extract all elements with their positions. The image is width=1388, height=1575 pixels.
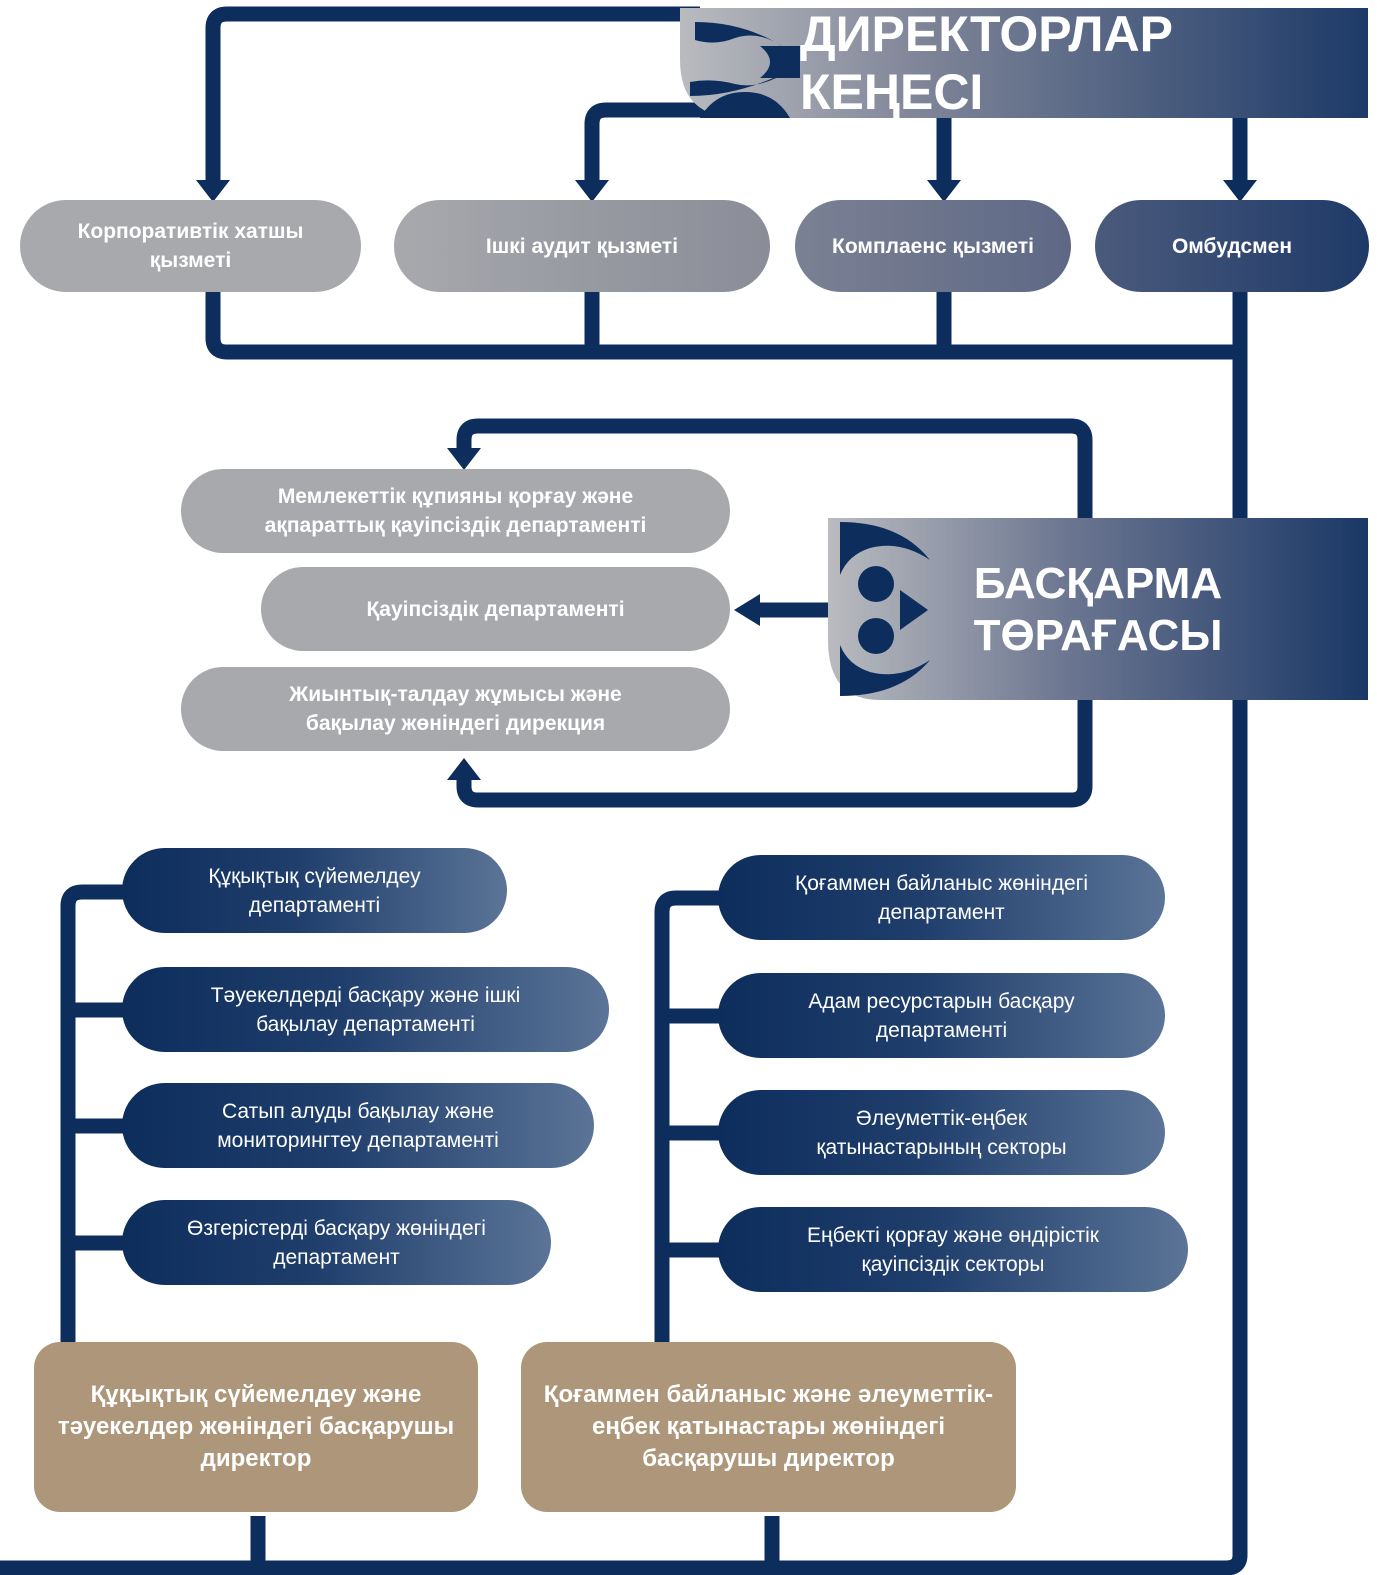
social-managing-director-box: Қоғаммен байланыс және әлеуметтік-еңбек … [521,1342,1016,1512]
ornament-icon [690,22,800,118]
labor-safety-sector-label: Еңбекті қорғау және өндірістік қауіпсізд… [807,1223,1099,1276]
analysis-directorate-box: Жиынтық-талдау жұмысы және бақылау жөнін… [181,667,730,751]
legal-managing-director-box: Құқықтық сүйемелдеу және тәуекелдер жөні… [34,1342,478,1512]
board-banner-background [680,8,1368,118]
ombudsman-box: Омбудсмен [1095,200,1369,292]
social-managing-director-label: Қоғаммен байланыс және әлеуметтік-еңбек … [543,1381,994,1472]
chairman-title-line1: БАСҚАРМА [973,559,1223,608]
compliance-box: Комплаенс қызметі [795,200,1071,292]
risk-management-department-label: Тәуекелдерді басқару және ішкі бақылау д… [210,983,521,1036]
chairman-title: БАСҚАРМА ТӨРАҒАСЫ [930,530,1266,690]
change-management-department-box: Өзгерістерді басқару жөніндегі департаме… [122,1200,551,1285]
public-relations-department-box: Қоғаммен байланыс жөніндегі департамент [718,855,1165,940]
security-department-label: Қауіпсіздік департаменті [366,597,625,621]
board-title-text: ДИРЕКТОРЛАР КЕҢЕСІ [800,5,1173,120]
procurement-control-department-box: Сатып алуды бақылау және мониторингтеу д… [122,1083,594,1168]
chairman-banner-background [828,518,1368,700]
internal-audit-box: Ішкі аудит қызметі [394,200,770,292]
state-secret-department-box: Мемлекеттік құпияны қорғау және ақпаратт… [181,469,730,553]
chairman-title-line2: ТӨРАҒАСЫ [973,611,1223,660]
social-labor-sector-label: Әлеуметтік-еңбек қатынастарының секторы [816,1106,1067,1159]
board-title: ДИРЕКТОРЛАР КЕҢЕСІ [800,6,1360,120]
compliance-label: Комплаенс қызметі [832,234,1034,258]
human-resources-department-box: Адам ресурстарын басқару департаменті [718,973,1165,1058]
ombudsman-label: Омбудсмен [1171,234,1293,258]
change-management-department-label: Өзгерістерді басқару жөніндегі департаме… [187,1216,486,1269]
security-department-box: Қауіпсіздік департаменті [261,567,730,651]
corporate-secretary-label: Корпоративтік хатшы қызметі [77,220,304,272]
internal-audit-label: Ішкі аудит қызметі [485,234,679,258]
human-resources-department-label: Адам ресурстарын басқару департаменті [808,989,1075,1042]
analysis-directorate-label: Жиынтық-талдау жұмысы және бақылау жөнін… [289,683,622,735]
labor-safety-sector-box: Еңбекті қорғау және өндірістік қауіпсізд… [718,1207,1188,1292]
procurement-control-department-label: Сатып алуды бақылау және мониторингтеу д… [217,1099,499,1152]
legal-support-department-box: Құқықтық сүйемелдеу департаменті [122,848,507,933]
risk-management-department-box: Тәуекелдерді басқару және ішкі бақылау д… [122,967,609,1052]
legal-support-department-label: Құқықтық сүйемелдеу департаменті [208,864,421,917]
corporate-secretary-box: Корпоративтік хатшы қызметі [20,200,361,292]
state-secret-department-label: Мемлекеттік құпияны қорғау және ақпаратт… [264,485,647,537]
public-relations-department-label: Қоғаммен байланыс жөніндегі департамент [795,871,1088,924]
legal-managing-director-label: Құқықтық сүйемелдеу және тәуекелдер жөні… [57,1381,455,1472]
social-labor-sector-box: Әлеуметтік-еңбек қатынастарының секторы [718,1090,1165,1175]
ornament-icon [840,522,930,696]
